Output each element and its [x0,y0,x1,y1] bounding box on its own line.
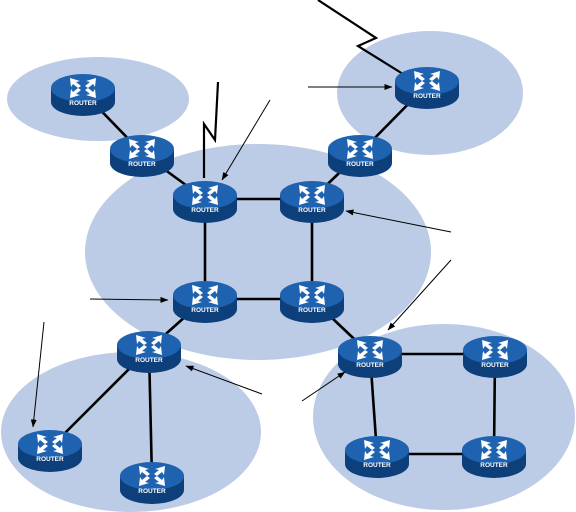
area-bottom-left [1,352,261,512]
pointer-arrow [345,209,452,233]
router-label: ROUTER [413,93,441,100]
router-icon: ROUTER [110,135,174,177]
router-label: ROUTER [128,161,156,168]
serial-link-bolt [317,0,404,75]
router-label: ROUTER [346,161,374,168]
router-icon: ROUTER [338,336,402,378]
area-backbone [85,144,431,360]
router-icon: ROUTER [395,67,459,109]
router-icon: ROUTER [173,281,237,323]
router-label: ROUTER [363,462,391,469]
router-icon: ROUTER [345,436,409,478]
router-label: ROUTER [298,207,326,214]
router-label: ROUTER [191,207,219,214]
pointer-arrow [387,259,452,331]
router-icon: ROUTER [463,336,527,378]
router-icon: ROUTER [280,181,344,223]
router-icon: ROUTER [280,281,344,323]
serial-link-bolt [202,81,220,178]
router-label: ROUTER [298,307,326,314]
router-icon: ROUTER [173,181,237,223]
router-icon: ROUTER [462,436,526,478]
router-label: ROUTER [191,307,219,314]
router-label: ROUTER [135,357,163,364]
router-label: ROUTER [138,488,166,495]
router-label: ROUTER [69,100,97,107]
pointer-arrow [30,321,45,428]
pointer-arrow [221,99,271,181]
router-icon: ROUTER [117,331,181,373]
router-icon: ROUTER [51,74,115,116]
pointer-arrow [185,365,263,395]
pointer-arrow [301,371,346,402]
router-label: ROUTER [36,456,64,463]
router-label: ROUTER [480,462,508,469]
router-icon: ROUTER [328,135,392,177]
router-icon: ROUTER [18,430,82,472]
router-label: ROUTER [356,362,384,369]
router-label: ROUTER [481,362,509,369]
router-icon: ROUTER [120,462,184,504]
pointer-arrow [89,296,169,303]
